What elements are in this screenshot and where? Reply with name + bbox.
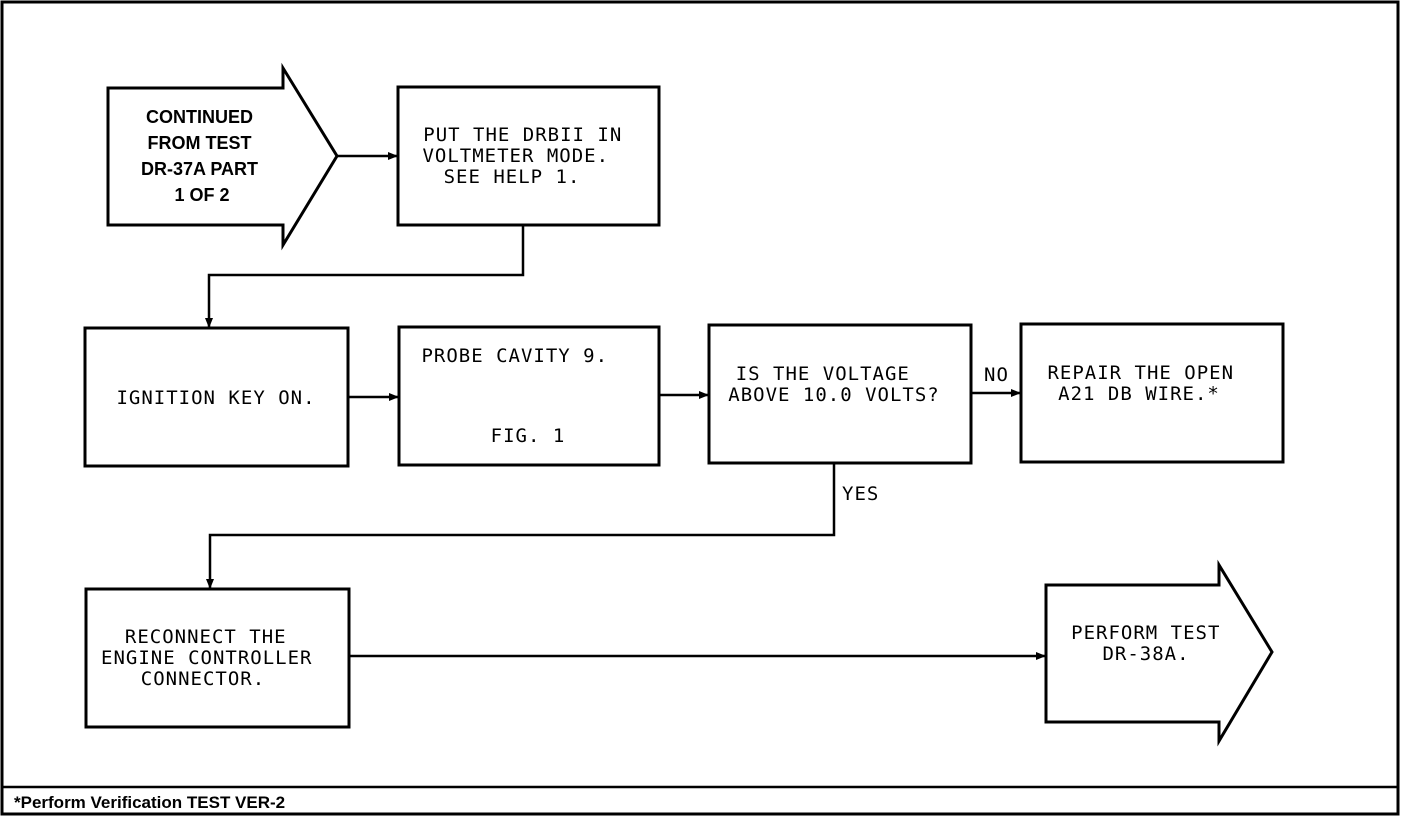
repair-line-1: REPAIR THE OPEN [1047,362,1234,384]
connector-drbii-to-ignition [205,226,525,328]
put-drbii-line-1: PUT THE DRBII IN [423,124,622,146]
end-line-1: PERFORM TEST [1071,622,1220,644]
decision-line-2: ABOVE 10.0 VOLTS? [728,384,939,406]
start-line-3: DR-37A PART [141,159,258,179]
put-drbii-line-2: VOLTMETER MODE. [422,145,609,167]
repair-box [1019,322,1285,464]
connector-decision-yes [206,464,836,589]
end-arrow-shape [1044,559,1274,747]
repair-text: REPAIR THE OPEN A21 DB WIRE.* [1047,362,1246,405]
put-drbii-line-3: SEE HELP 1. [444,166,581,188]
end-label: PERFORM TEST DR-38A. [1071,622,1233,665]
start-label: CONTINUED FROM TEST DR-37A PART 1 OF 2 [141,107,263,205]
start-line-2: FROM TEST [147,133,251,153]
probe-figure: FIG. 1 [491,425,566,447]
end-line-2: DR-38A. [1102,643,1189,665]
decision-line-1: IS THE VOLTAGE [736,363,910,385]
reconnect-line-3: CONNECTOR. [141,668,265,690]
put-drbii-box [396,85,661,227]
ignition-box [83,326,350,468]
decision-text: IS THE VOLTAGE ABOVE 10.0 VOLTS? [728,363,939,406]
reconnect-line-1: RECONNECT THE [125,626,287,648]
start-line-1: CONTINUED [146,107,253,127]
reconnect-box [84,587,351,729]
no-label: NO [984,364,1009,386]
reconnect-line-2: ENGINE CONTROLLER [101,647,312,669]
reconnect-text: RECONNECT THE ENGINE CONTROLLER CONNECTO… [101,626,325,690]
footnote: *Perform Verification TEST VER-2 [14,793,285,812]
ignition-text: IGNITION KEY ON. [116,387,315,409]
decision-box [707,323,973,465]
probe-text: PROBE CAVITY 9. FIG. 1 [421,345,620,447]
ignition-line-1: IGNITION KEY ON. [116,387,315,409]
yes-label: YES [842,483,879,505]
probe-line-1: PROBE CAVITY 9. [421,345,608,367]
repair-line-2: A21 DB WIRE.* [1058,383,1220,405]
start-line-4: 1 OF 2 [174,185,229,205]
probe-box [397,325,661,467]
put-drbii-text: PUT THE DRBII IN VOLTMETER MODE. SEE HEL… [422,124,634,188]
start-arrow-shape [106,62,339,251]
